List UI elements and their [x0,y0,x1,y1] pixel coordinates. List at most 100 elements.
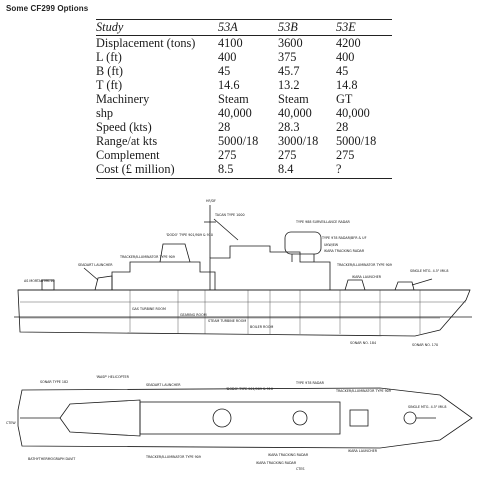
table-row: T (ft) 14.6 13.2 14.8 [96,78,392,92]
cell-53a: 28 [218,120,231,134]
row-label: Cost (£ million) [96,162,218,179]
label-hf-df: HF/DF [206,199,216,203]
label-dodo: 'DODO' TYPE 901/909 & 910 [166,233,213,237]
cell-53b: 3000/18 [278,134,319,148]
table-row: Displacement (tons) 4100 3600 4200 [96,36,392,51]
row-label: shp [96,106,114,120]
row-label: Displacement (tons) [96,36,196,50]
label-seadart: SEADART LAUNCHER [78,263,113,267]
label-gun: SINGLE MTG. 4.5" MK.8 [410,269,449,273]
cell-53a: 45 [218,64,231,78]
plan-label-tracker-fwd: TRACKER/ILLUMINATOR TYPE 909 [335,389,391,393]
plan-label-gun: SINGLE MTG. 4.5" MK.8 [408,405,447,409]
cell-53b: 375 [278,50,297,64]
cell-53a: 275 [218,148,237,162]
row-label: Complement [96,148,160,162]
plan-label-ikara-radar-2: IKARA TRACKING RADAR [256,461,297,465]
row-label: T (ft) [96,78,123,92]
cell-53a: 14.6 [218,78,240,92]
cell-53e: 40,000 [336,106,370,120]
cell-53e: GT [336,92,353,106]
header-53e: 53E [336,20,392,36]
profile-fwd-superstructure [209,245,331,290]
cell-53b: 275 [278,148,297,162]
row-label: L (ft) [96,50,122,64]
plan-label-dodo: 'DODO' TYPE 901/909 & 910 [226,387,273,391]
plan-label-tracker-aft: TRACKER/ILLUMINATOR TYPE 909 [145,455,201,459]
cell-53e: ? [336,162,392,179]
plan-label-seadart: SEADART LAUNCHER [146,383,181,387]
figure-caption: Some CF299 Options [6,4,89,13]
label-tracker-aft: TRACKER/ILLUMINATOR TYPE 909 [119,255,175,259]
spec-table: Study 53A 53B 53E Displacement (tons)410… [96,20,392,179]
plan-gun [403,411,417,425]
profile-gun-barrel [411,278,433,286]
plan-flight-deck [59,399,141,437]
row-label: Speed (kts) [96,120,152,134]
profile-radar-988 [284,231,322,255]
cell-53e: 400 [336,50,355,64]
label-tracker-fwd: TRACKER/ILLUMINATOR TYPE 909 [336,263,392,267]
plan-label-rear: CTEW [6,421,16,425]
profile-funnel [159,243,191,263]
plan-label-bathy: BATHYTHERMOGRAPH DAVIT [28,457,76,461]
profile-seadart [94,275,113,291]
cell-53b: 8.4 [278,162,336,179]
label-type978: TYPE 978 RADAR/BFR & UF [321,236,367,240]
header-study: Study [96,20,218,36]
cell-53b: 40,000 [278,106,312,120]
table-row: L (ft) 400 375 400 [96,50,392,64]
row-label: B (ft) [96,64,123,78]
plan-label-ikara-radar: IKARA TRACKING RADAR [268,453,309,457]
cell-53e: 14.8 [336,78,358,92]
plan-radar [292,410,308,426]
plan-label-ikara-launcher: IKARA LAUNCHER [348,449,378,453]
cell-53e: 5000/18 [336,134,377,148]
cell-53b: 28.3 [278,120,300,134]
profile-aft-superstructure [111,261,216,290]
cell-53a: Steam [218,92,249,106]
cell-53a: 8.5 [218,162,278,179]
header-53b: 53B [278,20,336,36]
label-tacan: TACAN TYPE 1000 [214,213,245,217]
plan-label-type978: TYPE 978 RADAR [295,381,325,385]
label-gas-turbine-room: GAS TURBINE ROOM [132,307,166,311]
table-row: Range/at kts 5000/18 3000/18 5000/18 [96,134,392,148]
profile-mortar [41,279,55,291]
profile-seadart-rail [83,267,99,281]
profile-mast-stay [213,218,239,241]
cell-53a: 5000/18 [218,134,259,148]
label-boiler-room: BOILER ROOM [250,325,274,329]
plan-superstructure [139,401,341,435]
label-ikara-radar: IKARA TRACKING RADAR [324,249,365,253]
table-top-rule [96,19,392,20]
profile-gun [394,281,415,291]
table-row: Speed (kts) 28 28.3 28 [96,120,392,134]
plan-funnel [212,408,232,428]
cell-53a: 400 [218,50,237,64]
cell-53e: 28 [336,120,349,134]
cell-53e: 4200 [336,36,361,50]
profile-hull [17,289,471,337]
row-label: Range/at kts [96,134,158,148]
cell-53a: 4100 [218,36,243,50]
cell-53b: 3600 [278,36,303,50]
label-sonar-170: SONAR NO. 170 [412,343,438,347]
cell-53b: 13.2 [278,78,300,92]
cell-53a: 40,000 [218,106,252,120]
cell-53b: Steam [278,92,309,106]
profile-ikara [344,279,366,291]
table-row: Machinery Steam Steam GT [96,92,392,106]
plan-label-sonar: SONAR TYPE 182 [40,380,68,384]
plan-label-fwd: CTES [296,467,305,471]
cell-53b: 45.7 [278,64,300,78]
row-label: Machinery [96,92,150,106]
label-ukw: UKW/EW [324,243,339,247]
label-mortar: AS MORTAR MK.10 [24,279,55,283]
label-ikara-launcher: IKARA LAUNCHER [352,275,382,279]
table-row: shp 40,000 40,000 40,000 [96,106,392,120]
